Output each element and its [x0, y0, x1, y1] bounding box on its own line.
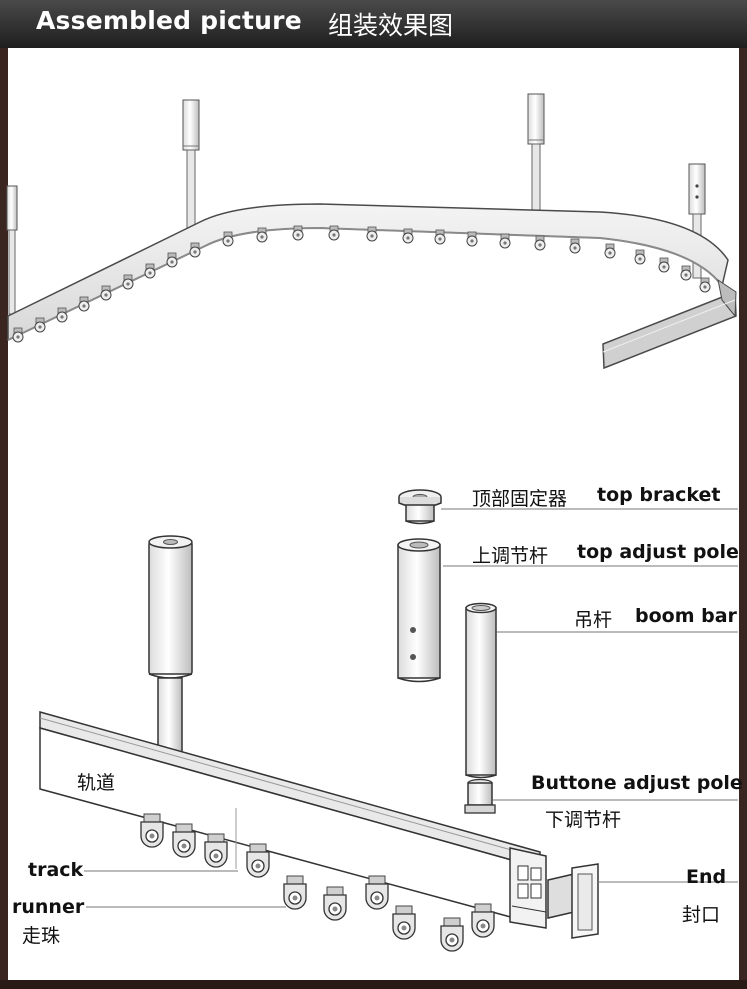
- top-bracket-part: [398, 489, 442, 525]
- track-label-cn: 轨道: [77, 772, 116, 794]
- bottom-adjust-pole-label: Buttone adjust pole: [531, 772, 743, 794]
- top-bracket-label: top bracket: [597, 484, 721, 506]
- assembled-pole: [148, 535, 193, 757]
- exploded-view: [39, 489, 738, 952]
- assembled-track-view: [6, 93, 737, 370]
- bottom-adjust-pole-part: [464, 778, 496, 814]
- top-adjust-pole-label-cn: 上调节杆: [472, 545, 549, 567]
- end-label: End: [686, 866, 727, 888]
- runner-label-cn: 走珠: [22, 925, 61, 947]
- end-label-cn: 封口: [682, 904, 721, 926]
- boom-bar-label: boom bar: [635, 605, 737, 627]
- top-bracket-label-cn: 顶部固定器: [472, 488, 568, 510]
- boom-bar-part: [465, 602, 497, 779]
- top-adjust-pole-part: [397, 538, 441, 683]
- ceiling-pole: [6, 185, 18, 315]
- header-bar: Assembled picture 组装效果图: [0, 0, 747, 48]
- ceiling-pole: [527, 93, 545, 227]
- track-label: track: [28, 859, 84, 881]
- page-title-cn: 组装效果图: [328, 11, 454, 40]
- ceiling-pole: [182, 99, 200, 231]
- straight-track: [39, 711, 547, 929]
- runner-label: runner: [12, 896, 85, 918]
- boom-bar-label-cn: 吊杆: [574, 609, 613, 631]
- footer-bar: [0, 980, 747, 989]
- top-adjust-pole-label: top adjust pole: [577, 541, 739, 563]
- end-cap-part: [547, 863, 599, 939]
- bottom-adjust-pole-label-cn: 下调节杆: [545, 809, 622, 831]
- page-title: Assembled picture: [36, 6, 302, 35]
